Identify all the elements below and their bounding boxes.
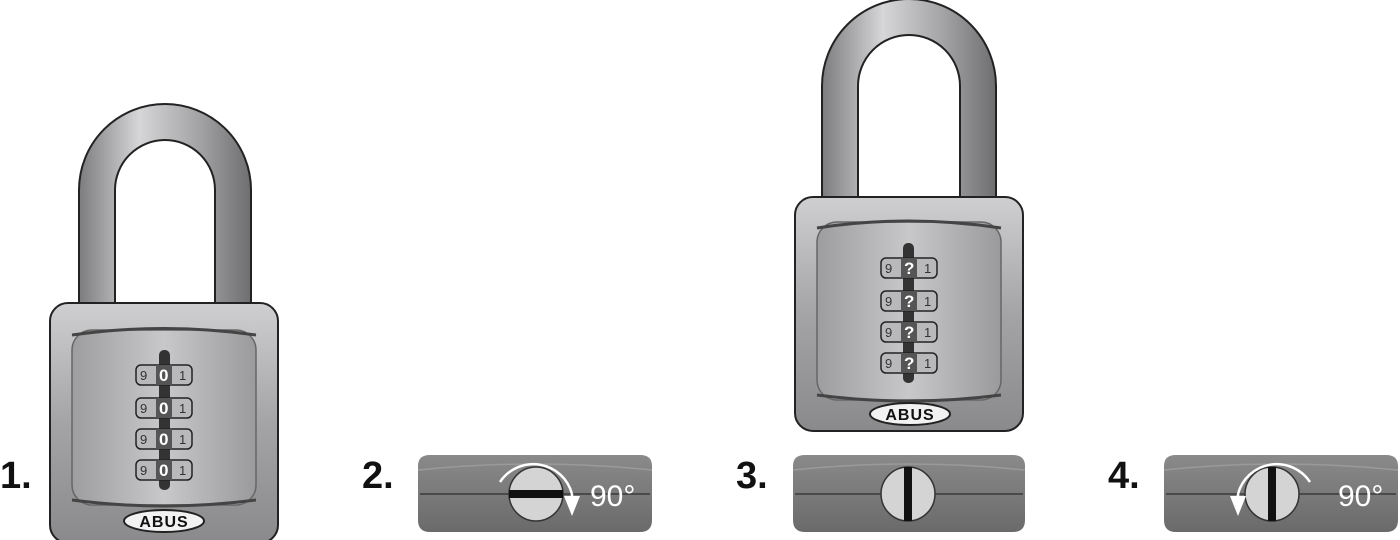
svg-text:?: ? [904,354,914,373]
svg-text:9: 9 [140,432,147,447]
svg-text:ABUS: ABUS [885,407,934,424]
slot-screw-icon [1244,466,1300,522]
svg-text:ABUS: ABUS [139,514,188,531]
step-4-label: 4. [1108,455,1140,497]
svg-text:1: 1 [179,463,186,478]
svg-text:0: 0 [159,461,168,480]
svg-text:0: 0 [159,366,168,385]
svg-text:0: 0 [159,430,168,449]
step-4: 4. 90° [1108,455,1399,532]
svg-text:0: 0 [159,399,168,418]
svg-text:1: 1 [924,325,931,340]
padlock-shackle [78,103,252,306]
svg-text:9: 9 [885,356,892,371]
svg-text:1: 1 [179,401,186,416]
svg-text:9: 9 [140,401,147,416]
padlock-shackle [821,0,997,201]
combination-dial-4: 9 0 1 [135,459,193,481]
combination-dial-1: 9 0 1 [135,364,193,386]
step-2: 2. 90° [362,455,653,532]
svg-text:1: 1 [924,294,931,309]
rotation-arrow-icon [498,462,580,516]
rotation-label: 90° [1338,480,1383,513]
padlock-icon: 9 ? 1 9 ? 1 9 ? 1 9 ? [794,0,1024,432]
step-3-label: 3. [736,455,768,497]
svg-text:1: 1 [924,261,931,276]
svg-text:9: 9 [885,261,892,276]
step-3: 3. 9 ? 1 9 ? 1 [736,0,1026,532]
svg-text:?: ? [904,259,914,278]
rotation-arrow-icon [1230,462,1312,516]
step-2-label: 2. [362,455,394,497]
combination-dial-2: 9 0 1 [135,397,193,419]
step-1: 1. 9 0 1 9 0 1 [0,103,279,540]
padlock-icon: 9 0 1 9 0 1 9 0 1 9 0 [49,103,279,540]
brand-badge: ABUS [123,509,205,533]
slot-screw-icon [880,466,936,522]
brand-badge: ABUS [869,402,951,426]
svg-text:1: 1 [924,356,931,371]
slot-screw-icon [508,466,564,522]
combination-dial-3: 9 0 1 [135,428,193,450]
svg-text:9: 9 [140,463,147,478]
combination-dial-4: 9 ? 1 [880,352,938,374]
svg-text:1: 1 [179,432,186,447]
combination-dial-2: 9 ? 1 [880,290,938,312]
svg-text:?: ? [904,292,914,311]
svg-text:?: ? [904,323,914,342]
combination-dial-3: 9 ? 1 [880,321,938,343]
svg-text:1: 1 [179,368,186,383]
svg-text:9: 9 [885,325,892,340]
combination-dial-1: 9 ? 1 [880,257,938,279]
rotation-label: 90° [590,480,635,513]
svg-text:9: 9 [140,368,147,383]
step-1-label: 1. [0,455,32,497]
svg-text:9: 9 [885,294,892,309]
